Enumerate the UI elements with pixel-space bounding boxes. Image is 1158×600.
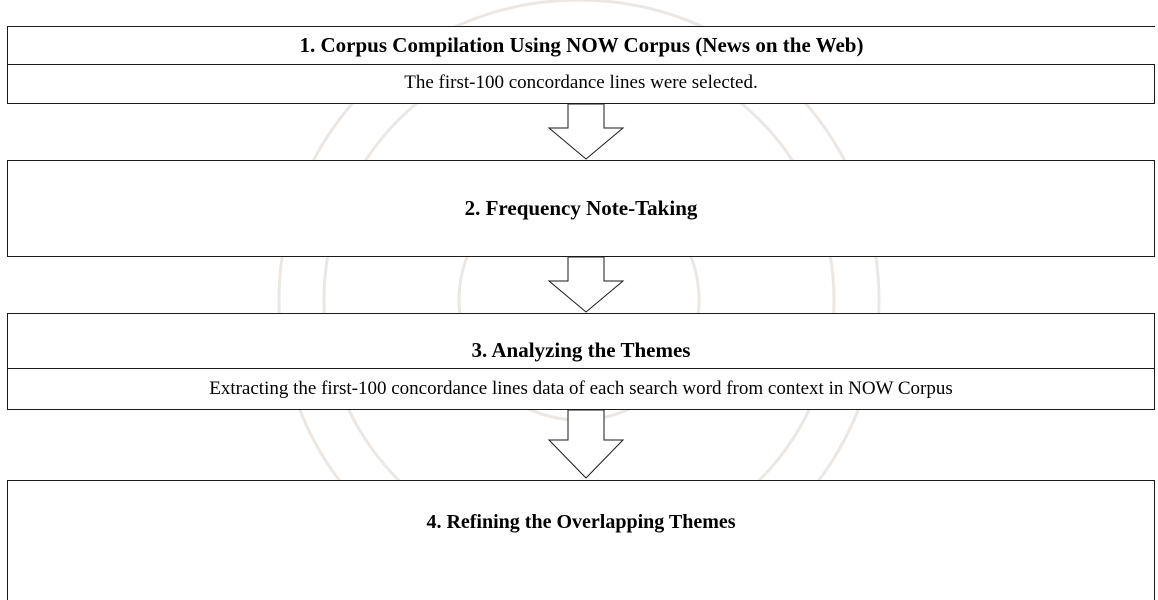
step-4-box: 4. Refining the Overlapping Themes — [7, 480, 1155, 600]
step-2-title: 2. Frequency Note-Taking — [464, 196, 698, 220]
step-1-subtitle: The first-100 concordance lines were sel… — [404, 72, 758, 93]
step-1-subtitle-box: The first-100 concordance lines were sel… — [7, 64, 1155, 104]
step-2-box: 2. Frequency Note-Taking — [7, 160, 1155, 257]
step-3-subtitle-box: Extracting the first-100 concordance lin… — [7, 368, 1155, 410]
step-3-title: 3. Analyzing the Themes — [471, 338, 691, 362]
arrow-down-1 — [547, 104, 625, 160]
step-3-title-box: 3. Analyzing the Themes — [7, 313, 1155, 369]
arrow-down-3 — [547, 410, 625, 479]
step-1-title: 1. Corpus Compilation Using NOW Corpus (… — [299, 33, 864, 57]
step-4-title: 4. Refining the Overlapping Themes — [426, 511, 736, 533]
step-3-subtitle: Extracting the first-100 concordance lin… — [209, 378, 953, 399]
step-1-title-box: 1. Corpus Compilation Using NOW Corpus (… — [7, 26, 1155, 66]
arrow-down-2 — [547, 257, 625, 313]
